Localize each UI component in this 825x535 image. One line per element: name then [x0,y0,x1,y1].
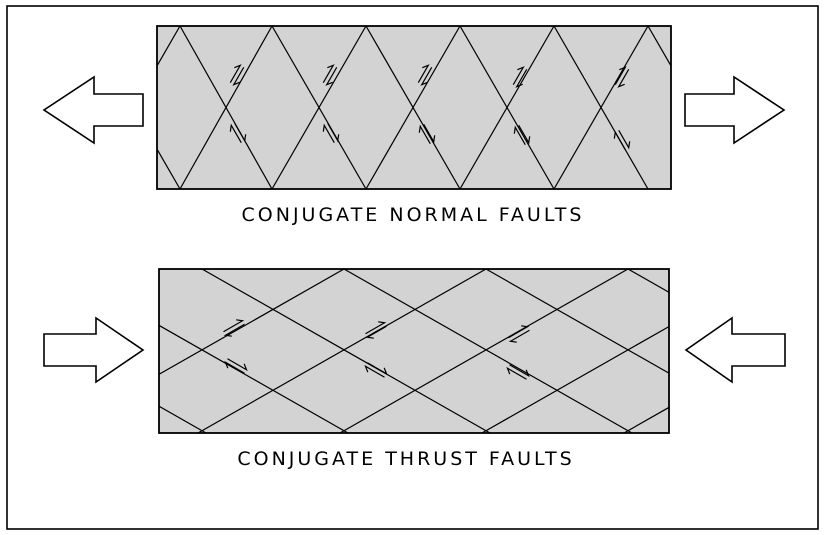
slip-marker [364,362,388,378]
thrust-faults-block [158,268,670,434]
slip-marker [229,123,247,143]
normal-fault-lines [157,26,671,189]
slip-marker [506,364,530,380]
normal-slip-markers [229,64,631,150]
slip-marker [508,325,530,343]
slip-marker [224,358,248,374]
slip-marker [229,64,245,86]
slip-marker [614,66,630,88]
left-extension-arrow [42,75,144,145]
slip-marker [223,319,245,337]
normal-faults-panel: CONJUGATE NORMAL FAULTS [42,25,786,226]
slip-marker [613,130,631,150]
normal-faults-block [156,25,672,190]
slip-marker [417,64,433,86]
outer-frame [6,5,819,530]
thrust-fault-lines [159,269,669,433]
slip-marker [512,66,528,88]
slip-marker [322,64,338,86]
thrust-faults-caption: CONJUGATE THRUST FAULTS [237,448,574,470]
slip-marker [365,321,387,339]
thrust-faults-panel: CONJUGATE THRUST FAULTS [43,268,786,470]
right-compression-arrow [684,316,786,384]
left-compression-arrow [43,316,145,384]
slip-marker [418,124,436,144]
thrust-slip-markers [223,319,530,380]
right-extension-arrow [684,75,786,145]
slip-marker [513,125,531,145]
normal-faults-caption: CONJUGATE NORMAL FAULTS [242,204,585,226]
slip-marker [322,123,340,143]
